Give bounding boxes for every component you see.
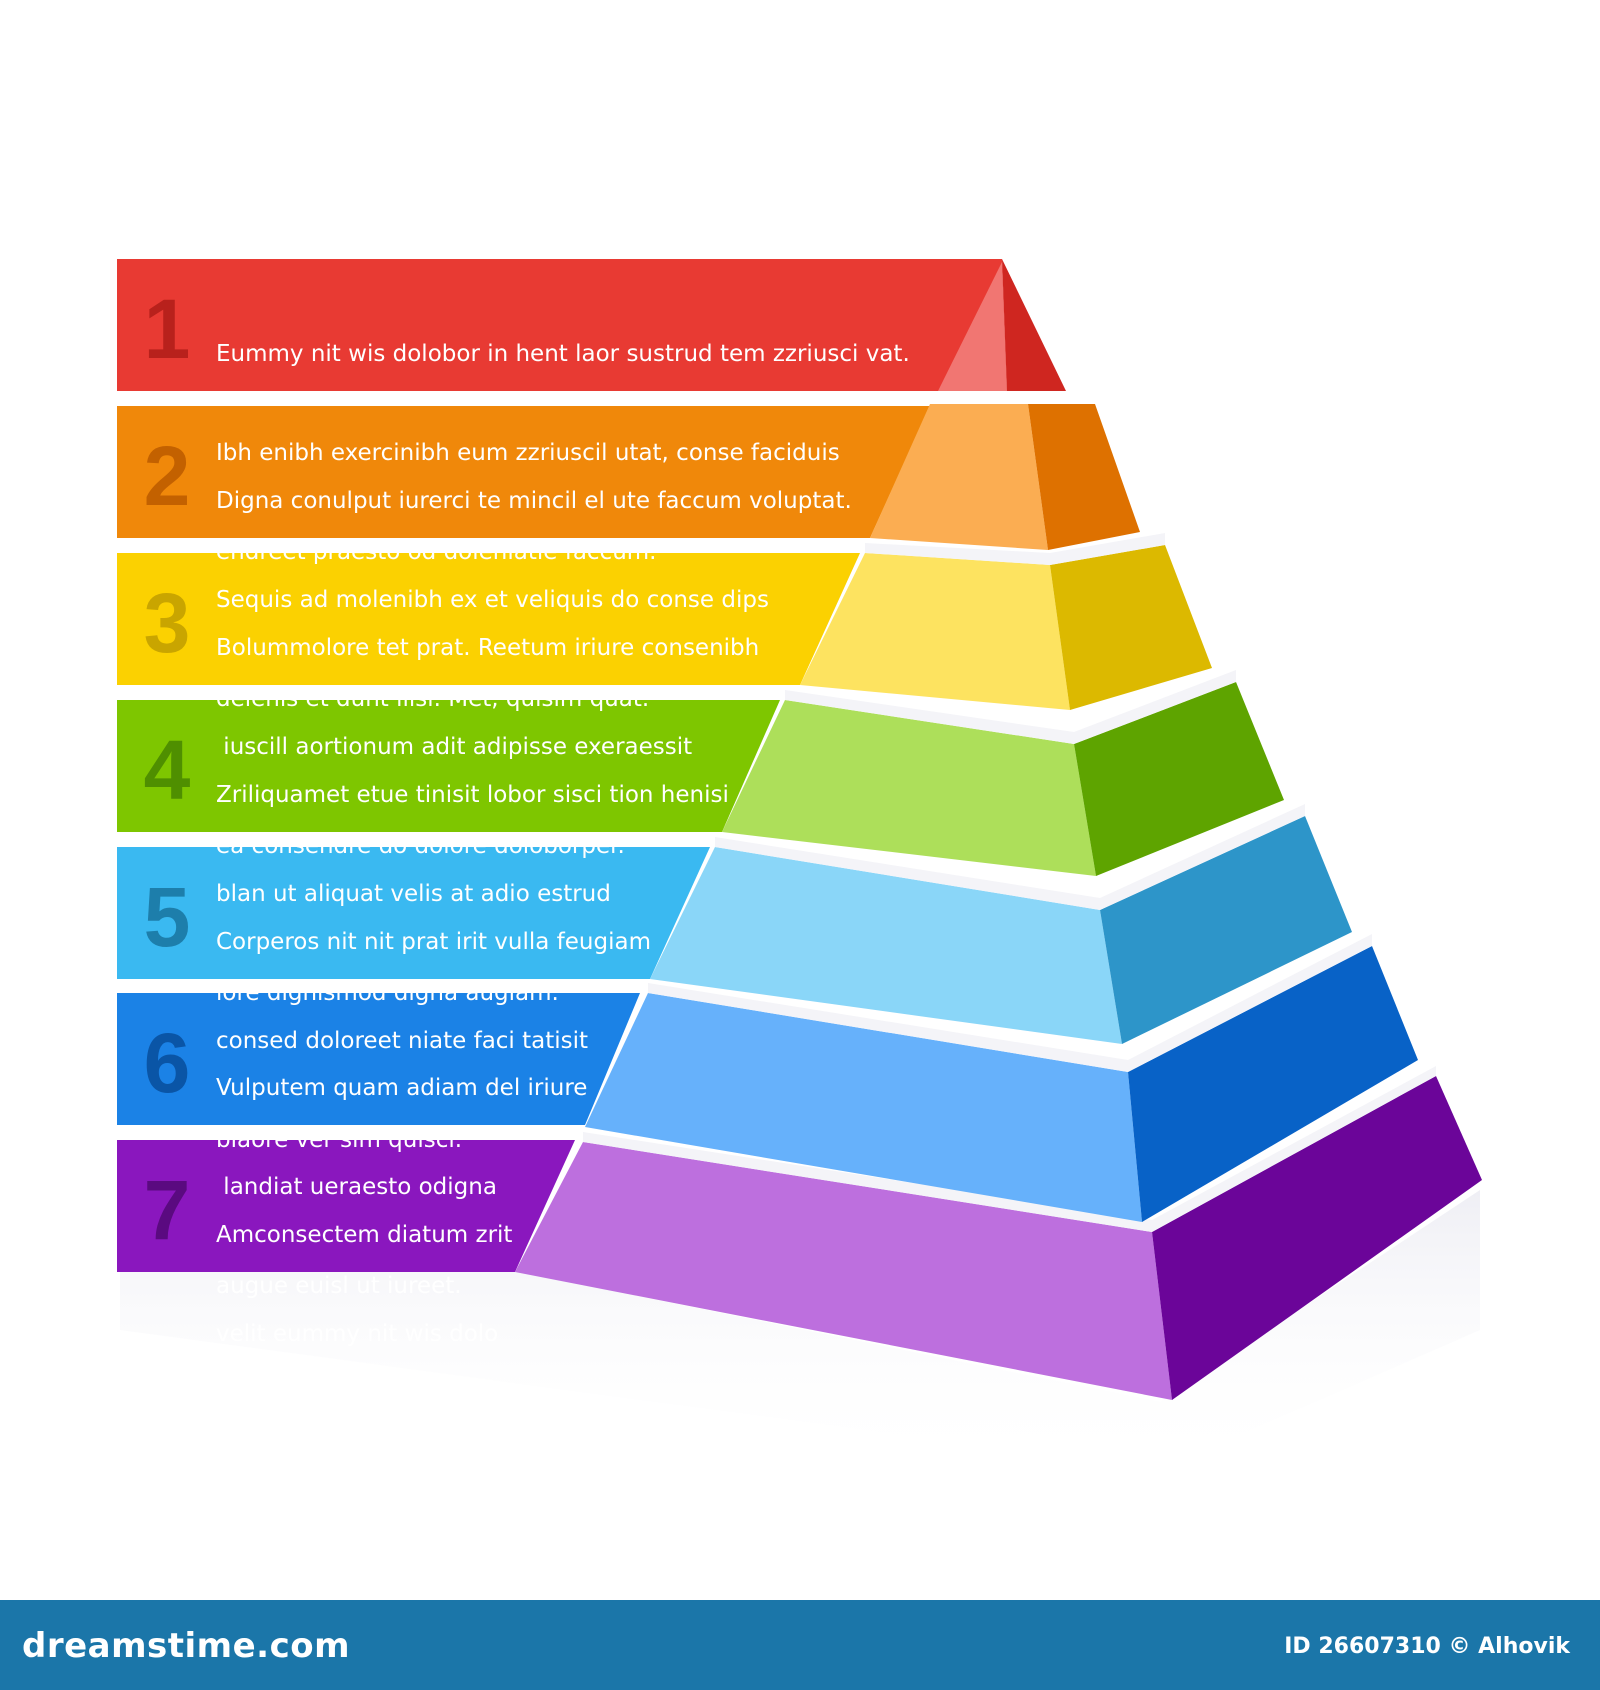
level-7-band — [117, 1140, 575, 1272]
level-7-line-2: velit eummy nit wis dolo — [216, 1321, 499, 1347]
level-4-line-1: Zriliquamet etue tinisit lobor sisci tio… — [216, 782, 729, 808]
level-5-side — [1100, 816, 1352, 1044]
level-3-side — [1050, 545, 1212, 710]
level-number-7: 7 — [144, 1163, 191, 1257]
level-3-band — [117, 553, 860, 685]
level-3-shape — [117, 533, 1212, 710]
level-4-shape — [117, 670, 1284, 876]
level-2-line-1: Digna conulput iurerci te mincil el ute … — [216, 488, 852, 514]
level-5-front — [650, 847, 1122, 1044]
level-5-top-edge — [715, 804, 1305, 910]
level-5-line-2: consed doloreet niate faci tatisit — [216, 1028, 589, 1054]
level-6-front — [585, 993, 1142, 1222]
level-2-side — [1028, 404, 1140, 550]
level-5-text: Corperos nit nit prat irit vulla feugiam… — [216, 860, 916, 1190]
level-2-line-3: delenis et dunt ilisi. Met, quisim quat. — [216, 686, 650, 712]
level-1-side — [1002, 259, 1066, 391]
level-3-line-3: ea consendre do dolore doloborper. — [216, 833, 625, 859]
level-6-shape — [117, 934, 1418, 1222]
level-3-text: Bolummolore tet prat. Reetum iriure cons… — [216, 566, 916, 896]
level-2-band — [117, 406, 930, 538]
level-4-line-3: lore dignismod digna augiam. — [216, 980, 559, 1006]
level-6-top-edge — [648, 934, 1372, 1072]
footer-bar: dreamstime.com ID 26607310 © Alhovik — [0, 1600, 1600, 1690]
level-4-line-2: blan ut aliquat velis at adio estrud — [216, 881, 611, 907]
level-1-band — [117, 259, 1007, 391]
level-2-shape — [117, 404, 1140, 550]
level-1-line-3: endreet praesto od doleniatie faccum. — [216, 539, 657, 565]
level-5-line-3: blaore ver sim quisci. — [216, 1127, 463, 1153]
level-6-text: Vulputem quam adiam del iriure landiat u… — [216, 1006, 916, 1336]
level-4-front — [722, 700, 1096, 876]
level-6-line-2: landiat ueraesto odigna — [216, 1174, 497, 1200]
level-3-top-edge — [865, 533, 1165, 565]
level-6-band — [117, 993, 640, 1125]
level-2-line-2: Sequis ad molenibh ex et veliquis do con… — [216, 587, 769, 613]
level-4-side — [1074, 682, 1284, 876]
level-7-top-edge — [583, 1066, 1436, 1232]
footer-brand[interactable]: dreamstime.com — [22, 1626, 351, 1666]
level-7-side — [1152, 1076, 1482, 1400]
level-5-line-1: Corperos nit nit prat irit vulla feugiam — [216, 929, 651, 955]
level-4-text: Zriliquamet etue tinisit lobor sisci tio… — [216, 713, 916, 1043]
level-7-text: Amconsectem diatum zrit velit eummy nit … — [216, 1153, 916, 1483]
level-4-band — [117, 700, 780, 832]
level-number-2: 2 — [144, 429, 191, 523]
level-6-line-3: augue euisl ut iureet. — [216, 1273, 462, 1299]
level-6-side — [1128, 946, 1418, 1222]
level-number-4: 4 — [144, 723, 191, 817]
level-2-text: Digna conulput iurerci te mincil el ute … — [216, 419, 916, 749]
level-7-shape — [117, 1066, 1482, 1400]
pyramid-reflection — [120, 1190, 1480, 1470]
level-4-top-edge — [785, 670, 1236, 744]
level-5-band — [117, 847, 710, 979]
level-number-3: 3 — [144, 576, 191, 670]
level-2-front — [870, 404, 1048, 550]
level-6-line-1: Vulputem quam adiam del iriure — [216, 1075, 588, 1101]
level-1-line-1: Eummy nit wis dolobor in hent laor sustr… — [216, 341, 910, 367]
level-3-front — [800, 553, 1070, 710]
level-1-line-2: Ibh enibh exercinibh eum zzriuscil utat,… — [216, 440, 840, 466]
level-3-line-2: iuscill aortionum adit adipisse exeraess… — [216, 734, 693, 760]
level-3-line-1: Bolummolore tet prat. Reetum iriure cons… — [216, 635, 760, 661]
level-number-1: 1 — [144, 282, 191, 376]
level-number-6: 6 — [144, 1016, 191, 1110]
level-number-5: 5 — [144, 870, 191, 964]
level-1-text: Eummy nit wis dolobor in hent laor sustr… — [216, 272, 916, 602]
level-7-line-1: Amconsectem diatum zrit — [216, 1222, 513, 1248]
level-7-front — [515, 1142, 1172, 1400]
level-1-front — [938, 262, 1007, 391]
level-7-line-3: hent laor sustrud. — [216, 1420, 421, 1446]
footer-credit: ID 26607310 © Alhovik — [1284, 1634, 1570, 1659]
level-1-shape — [117, 259, 1066, 391]
level-5-shape — [117, 804, 1352, 1044]
